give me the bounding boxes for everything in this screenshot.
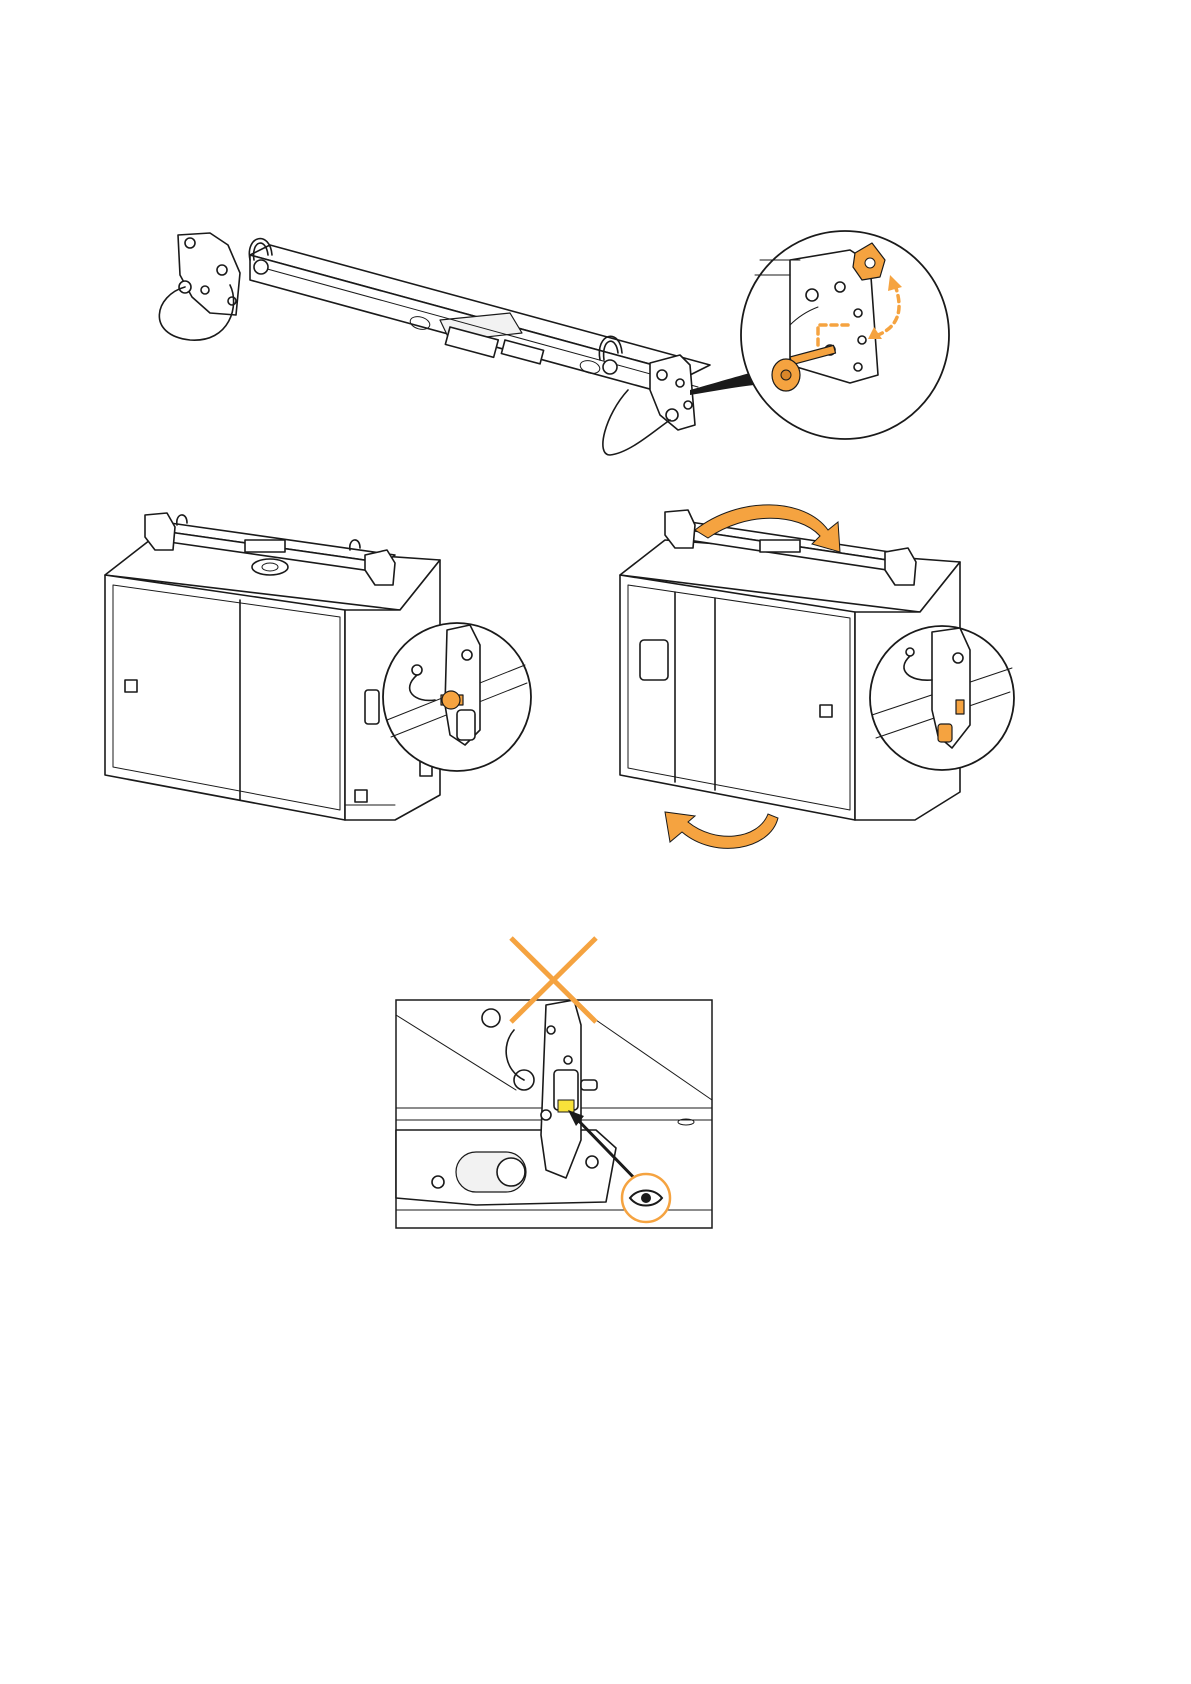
figure-rigging-frame xyxy=(150,215,1030,500)
callout-pointer xyxy=(690,373,754,395)
figure-cabinet-rotated xyxy=(620,500,1100,860)
detail-callout-circle xyxy=(870,626,1014,770)
detail-callout-circle xyxy=(383,623,531,771)
rigging-frame-bar xyxy=(250,245,710,400)
detail-callout-circle xyxy=(741,231,949,439)
rigging-frame-illustration xyxy=(150,215,1030,500)
eye-icon xyxy=(622,1174,670,1222)
figure-cabinet-front xyxy=(95,505,595,865)
incorrect-position-illustration xyxy=(396,930,716,1230)
cabinet-front-illustration xyxy=(95,505,595,865)
left-end-plate xyxy=(159,233,240,340)
rotate-arrow-icon xyxy=(665,812,778,848)
indicator-highlight xyxy=(558,1100,574,1112)
cabinet-rotated-illustration xyxy=(620,500,1100,860)
figure-incorrect-position xyxy=(396,930,716,1230)
